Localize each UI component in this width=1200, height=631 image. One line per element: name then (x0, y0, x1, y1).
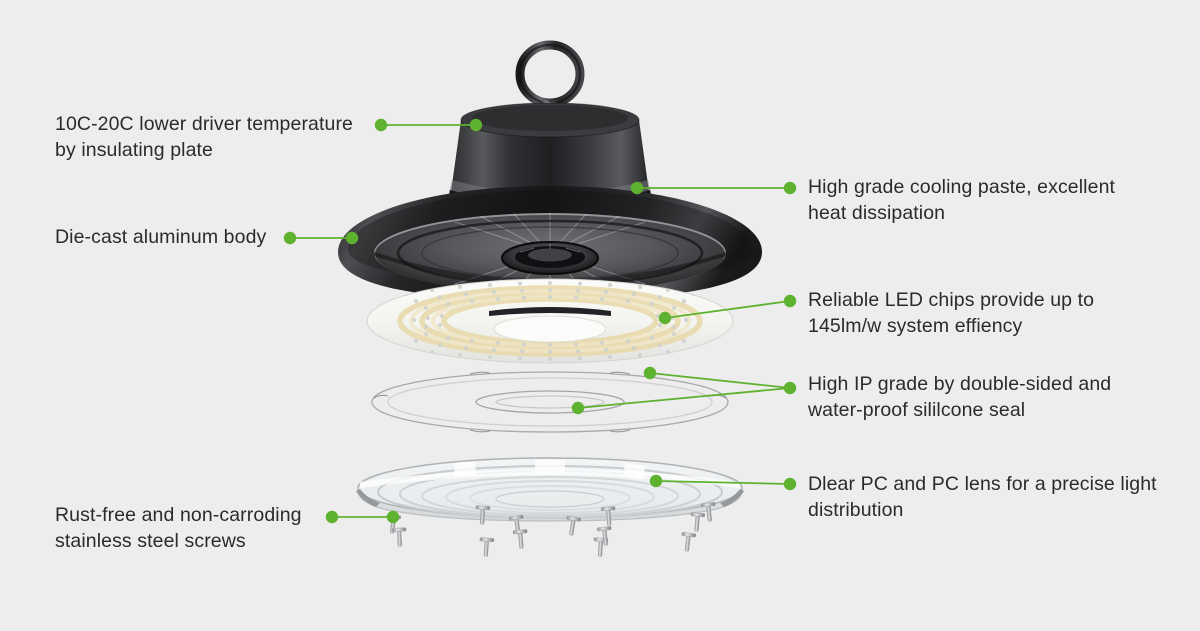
callout-dot-part-cooling-paste[interactable] (630, 181, 644, 195)
led-chip-board (366, 278, 734, 364)
callout-leader-line-led-chips (664, 300, 791, 319)
callout-dot-part-stainless-screws[interactable] (386, 510, 400, 524)
callout-leader-line-ip-grade-seal (649, 372, 791, 389)
callout-leader-line-ip-grade-seal (577, 387, 791, 409)
callout-label-led-chips: Reliable LED chips provide up to 145lm/w… (808, 289, 1095, 337)
callout-label-driver-temperature: 10C-20C lower driver temperature by insu… (55, 113, 353, 161)
callout-dot-part2-ip-grade-seal[interactable] (571, 401, 585, 415)
callout-label-stainless-screws: Rust-free and non-carroding stainless st… (55, 504, 302, 552)
clear-pc-lens (356, 457, 744, 522)
callout-label-pc-lens: Dlear PC and PC lens for a precise light… (808, 473, 1157, 521)
callout-dot-text-cooling-paste[interactable] (783, 181, 797, 195)
callout-dot-text-ip-grade-seal[interactable] (783, 381, 797, 395)
callout-dot-text-aluminum-body[interactable] (283, 231, 297, 245)
silicone-sealing-ring (371, 371, 729, 433)
callout-dot-part-ip-grade-seal[interactable] (643, 366, 657, 380)
callout-dot-part-led-chips[interactable] (658, 311, 672, 325)
callout-dot-text-driver-temperature[interactable] (374, 118, 388, 132)
callout-leader-line-pc-lens (655, 480, 791, 485)
callout-label-aluminum-body: Die-cast aluminum body (55, 226, 267, 248)
callout-label-ip-grade-seal: High IP grade by double-sided and water-… (808, 373, 1112, 421)
die-cast-aluminum-dome (338, 186, 762, 300)
callout-label-cooling-paste: High grade cooling paste, excellent heat… (808, 176, 1116, 224)
callout-dot-text-pc-lens[interactable] (783, 477, 797, 491)
callout-dot-part-driver-temperature[interactable] (469, 118, 483, 132)
callout-dot-part-aluminum-body[interactable] (345, 231, 359, 245)
callout-dot-part-pc-lens[interactable] (649, 474, 663, 488)
stainless-steel-screws (386, 502, 716, 557)
callout-dot-text-led-chips[interactable] (783, 294, 797, 308)
callout-dot-text-stainless-screws[interactable] (325, 510, 339, 524)
